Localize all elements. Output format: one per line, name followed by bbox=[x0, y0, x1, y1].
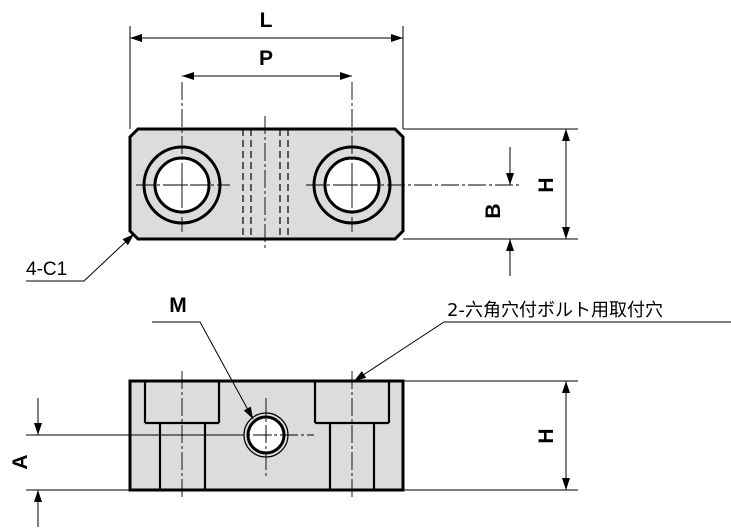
m-leader bbox=[152, 321, 254, 420]
label-B: B bbox=[482, 203, 505, 218]
hidden-lines-top bbox=[242, 129, 289, 239]
label-bolt-note: 2-六角穴付ボルト用取付穴 bbox=[447, 300, 663, 321]
counterbore-section-left bbox=[143, 381, 221, 490]
dimension-L bbox=[129, 26, 404, 129]
chamfer-leader bbox=[26, 233, 135, 282]
label-P: P bbox=[259, 47, 273, 70]
top-view bbox=[128, 82, 522, 250]
label-chamfer: 4-C1 bbox=[26, 259, 67, 280]
hole-cross-marks bbox=[176, 179, 358, 191]
counterbore-section-right bbox=[313, 381, 391, 490]
label-A: A bbox=[9, 454, 32, 469]
dimension-A bbox=[26, 398, 226, 527]
dimension-H-top bbox=[403, 128, 578, 240]
label-L: L bbox=[260, 9, 273, 32]
label-M: M bbox=[169, 294, 187, 317]
label-H-top: H bbox=[535, 177, 558, 192]
label-H-front: H bbox=[535, 428, 558, 443]
centerlines-top bbox=[136, 82, 522, 250]
bolt-note-leader bbox=[353, 321, 731, 382]
dimension-H-front bbox=[403, 380, 578, 491]
